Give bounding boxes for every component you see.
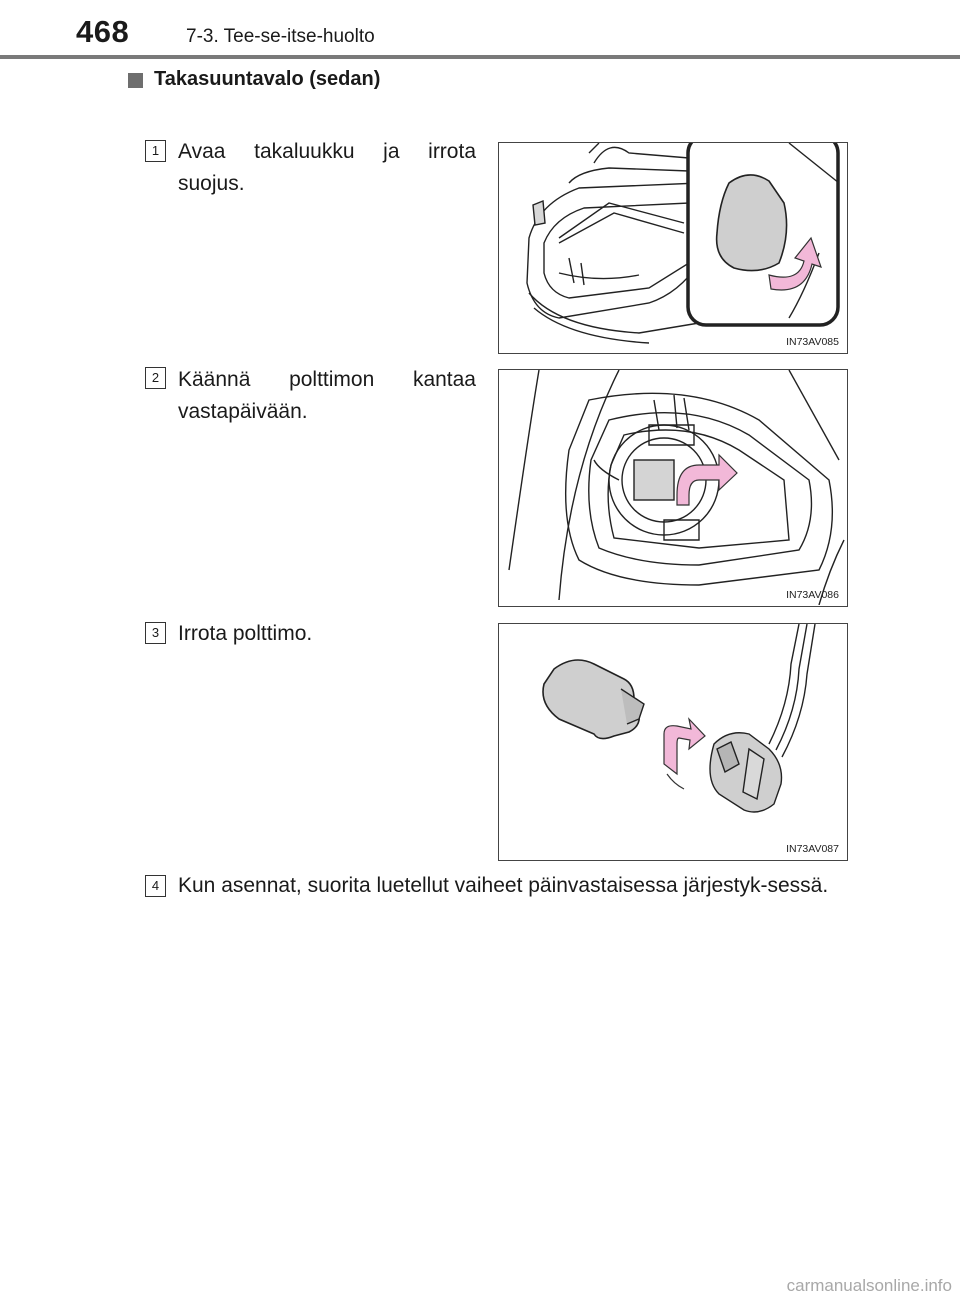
subsection-title: Takasuuntavalo (sedan) bbox=[154, 68, 381, 90]
step-number-2: 2 bbox=[145, 367, 166, 389]
figure-step-1: IN73AV085 bbox=[498, 142, 848, 354]
figure-code-3: IN73AV087 bbox=[786, 843, 839, 855]
bulb-removal-illustration bbox=[542, 624, 816, 813]
step-number-3: 3 bbox=[145, 622, 166, 644]
page-number: 468 bbox=[76, 14, 130, 49]
step-number-4: 4 bbox=[145, 875, 166, 897]
watermark: carmanualsonline.info bbox=[786, 1276, 952, 1295]
section-title: 7-3. Tee-se-itse-huolto bbox=[186, 26, 375, 47]
page-header: 468 7-3. Tee-se-itse-huolto bbox=[0, 0, 960, 59]
figure-code-2: IN73AV086 bbox=[786, 589, 839, 601]
step-text-4: Kun asennat, suorita luetellut vaiheet p… bbox=[178, 874, 829, 897]
step-number-1: 1 bbox=[145, 140, 166, 162]
trunk-illustration bbox=[526, 143, 840, 344]
figure-step-2: IN73AV086 bbox=[498, 369, 848, 607]
step-text-1: Avaa takaluukku ja irrota suojus. bbox=[178, 140, 476, 195]
header-divider bbox=[0, 55, 960, 59]
square-bullet-icon bbox=[128, 72, 143, 88]
step-text-3: Irrota polttimo. bbox=[178, 622, 313, 645]
subsection-heading: Takasuuntavalo (sedan) bbox=[128, 68, 380, 91]
figure-code-1: IN73AV085 bbox=[786, 336, 839, 348]
bulb-socket-illustration bbox=[508, 370, 845, 605]
figure-step-3: IN73AV087 bbox=[498, 623, 848, 861]
step-text-2: Käännä polttimon kantaa vastapäivään. bbox=[178, 368, 476, 423]
